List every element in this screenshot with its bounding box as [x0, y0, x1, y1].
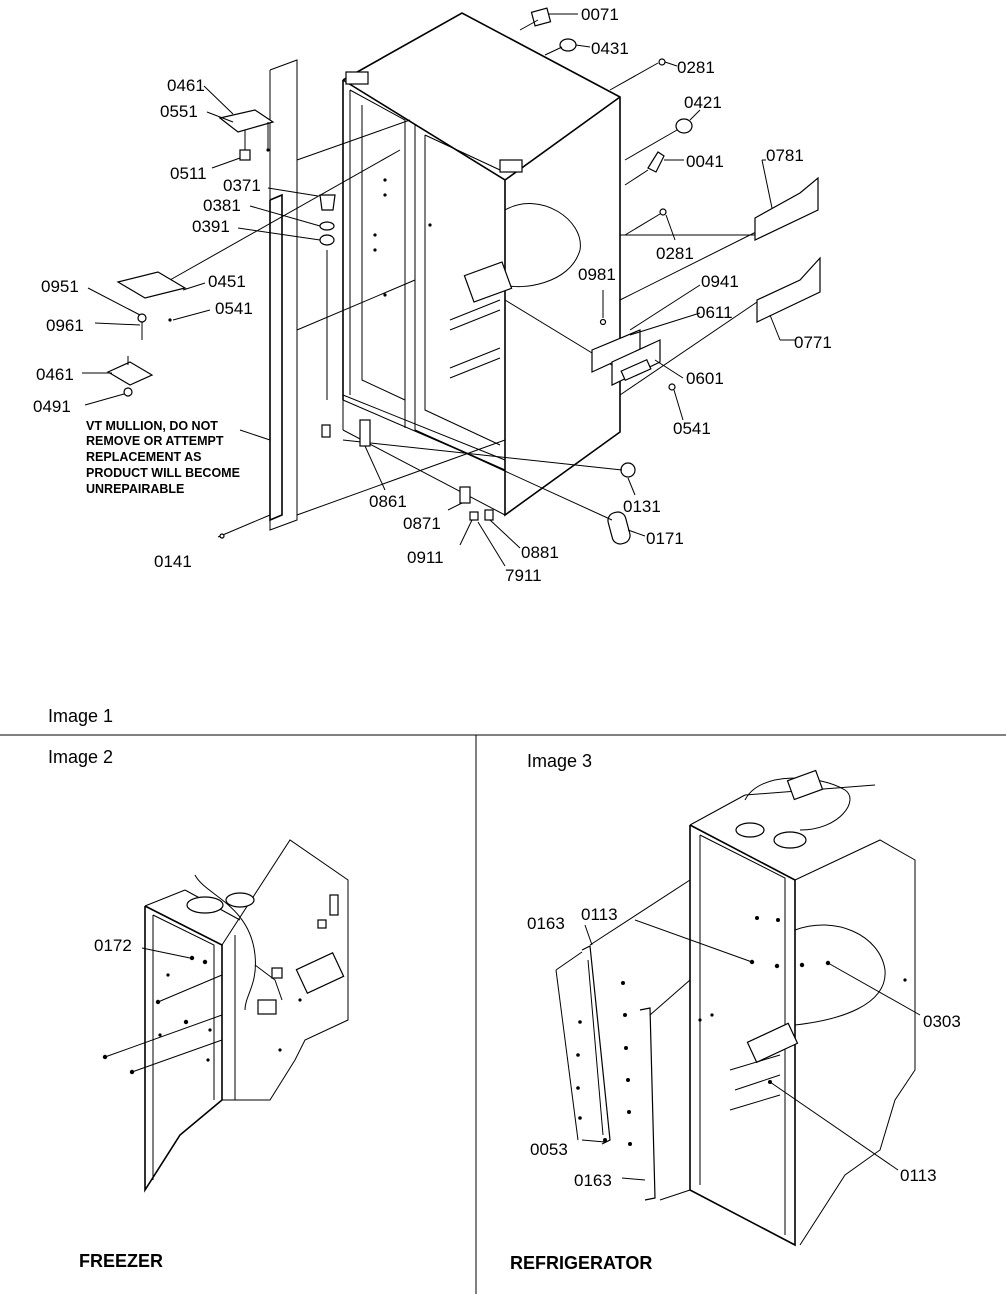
- top-hardware: [519, 7, 701, 241]
- part-label-0113: 0113: [581, 905, 618, 924]
- part-label-0163: 0163: [574, 1171, 612, 1190]
- freezer-drawing: [102, 839, 349, 1193]
- part-label-0541: 0541: [215, 299, 253, 318]
- part-label-0461: 0461: [167, 76, 205, 95]
- part-label-0421: 0421: [684, 93, 722, 112]
- left-hardware: [82, 85, 336, 441]
- part-label-0981: 0981: [578, 265, 616, 284]
- refrigerator-drawing: [555, 769, 916, 1247]
- part-label-0491: 0491: [33, 397, 71, 416]
- part-label-0941: 0941: [701, 272, 739, 291]
- part-label-0881: 0881: [521, 543, 559, 562]
- part-label-0113: 0113: [900, 1166, 937, 1185]
- image-3-caption: Image 3: [527, 751, 592, 771]
- part-label-0391: 0391: [192, 217, 230, 236]
- image1-labels: 0071 0431 0281 0421 0041 0781 0281 0461 …: [33, 5, 832, 585]
- part-label-0551: 0551: [160, 102, 198, 121]
- part-label-0781: 0781: [766, 146, 804, 165]
- part-label-0131: 0131: [623, 497, 661, 516]
- part-label-0172: 0172: [94, 936, 132, 955]
- part-label-0281: 0281: [656, 244, 694, 263]
- part-label-0451: 0451: [208, 272, 246, 291]
- lower-parts: [217, 419, 646, 567]
- part-label-0163: 0163: [527, 914, 565, 933]
- part-label-0071: 0071: [581, 5, 619, 24]
- freezer-title: FREEZER: [79, 1251, 163, 1271]
- part-label-0951: 0951: [41, 277, 79, 296]
- part-label-0611: 0611: [696, 303, 733, 322]
- part-label-0281: 0281: [677, 58, 715, 77]
- refrigerator-title: REFRIGERATOR: [510, 1253, 652, 1273]
- refrigerator-leaders: [581, 919, 921, 1181]
- part-label-0141: 0141: [154, 552, 192, 571]
- image-2-caption: Image 2: [48, 747, 113, 767]
- part-label-0961: 0961: [46, 316, 84, 335]
- part-label-0601: 0601: [686, 369, 724, 388]
- part-label-0861: 0861: [369, 492, 407, 511]
- part-label-0381: 0381: [203, 196, 241, 215]
- part-label-0461: 0461: [36, 365, 74, 384]
- warning-note-line: PRODUCT WILL BECOME: [86, 466, 240, 480]
- image-1-caption: Image 1: [48, 706, 113, 726]
- warning-note-line: REMOVE OR ATTEMPT: [86, 434, 224, 448]
- warning-note-line: UNREPAIRABLE: [86, 482, 184, 496]
- part-label-0431: 0431: [591, 39, 629, 58]
- part-label-0303: 0303: [923, 1012, 961, 1031]
- part-label-0171: 0171: [646, 529, 684, 548]
- part-label-7911: 7911: [505, 566, 542, 585]
- part-label-0053: 0053: [530, 1140, 568, 1159]
- part-label-0911: 0911: [407, 548, 444, 567]
- side-panels: [754, 159, 821, 341]
- part-label-0871: 0871: [403, 514, 441, 533]
- part-label-0771: 0771: [794, 333, 832, 352]
- warning-note-line: REPLACEMENT AS: [86, 450, 202, 464]
- part-label-0541: 0541: [673, 419, 711, 438]
- dispenser-parts: [591, 284, 701, 421]
- part-label-0371: 0371: [223, 176, 261, 195]
- part-label-0511: 0511: [170, 164, 207, 183]
- warning-note-line: VT MULLION, DO NOT: [86, 419, 218, 433]
- part-label-0041: 0041: [686, 152, 724, 171]
